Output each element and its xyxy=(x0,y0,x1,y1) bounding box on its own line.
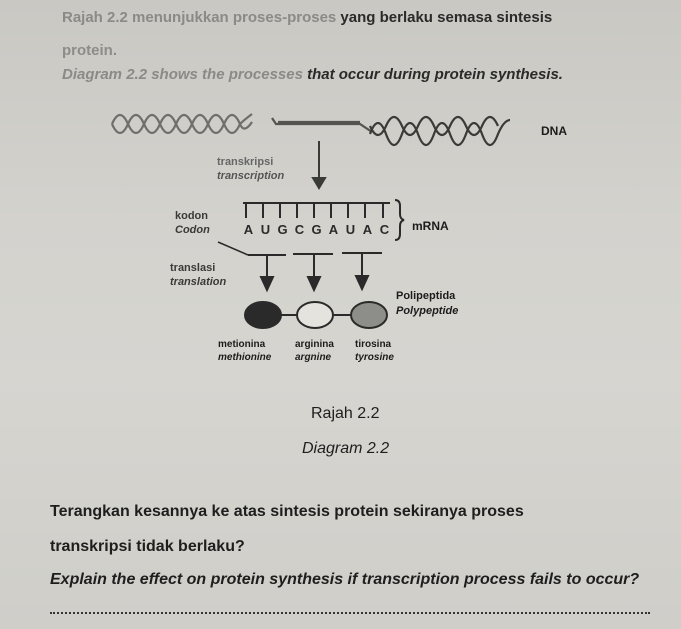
question-malay-line2: transkripsi tidak berlaku? xyxy=(50,538,245,555)
answer-line[interactable] xyxy=(50,608,650,614)
mrna-strand-icon xyxy=(243,202,390,218)
transcription-arrow-icon xyxy=(311,141,327,190)
amino-acid-3-english: tyrosine xyxy=(355,352,394,363)
translation-arrows-icon xyxy=(248,252,382,293)
tyrosine-bead-icon xyxy=(350,301,388,329)
amino-acid-1-malay: metionina xyxy=(218,339,266,350)
mrna-base: C xyxy=(379,222,390,237)
amino-acid-1-english: methionine xyxy=(218,352,272,363)
mrna-base: G xyxy=(277,222,288,237)
question-malay-line1: Terangkan kesannya ke atas sintesis prot… xyxy=(50,503,524,520)
mrna-base: U xyxy=(260,222,271,237)
mrna-base: U xyxy=(345,222,356,237)
amino-acid-3-malay: tirosina xyxy=(355,339,392,350)
amino-acid-2-malay: arginina xyxy=(295,339,334,350)
dna-label: DNA xyxy=(541,124,567,138)
protein-synthesis-diagram: DNA transkripsi transcription kodon Codo… xyxy=(110,113,567,363)
polypeptide-chain xyxy=(244,301,388,329)
mrna-base: A xyxy=(362,222,373,237)
caption-english: Diagram 2.2 xyxy=(302,440,390,457)
brace-icon xyxy=(394,199,405,241)
polypeptide-label-malay: Polipeptida xyxy=(396,290,456,302)
amino-acid-2-english: argnine xyxy=(295,352,332,363)
arginine-bead-icon xyxy=(296,301,334,329)
intro-english-text: that occur during protein synthesis. xyxy=(302,66,563,83)
mrna-base: A xyxy=(243,222,254,237)
diagram-graphics xyxy=(110,113,511,329)
mrna-base: A xyxy=(328,222,339,237)
mrna-base: G xyxy=(311,222,322,237)
mrna-label: mRNA xyxy=(412,219,449,233)
methionine-bead-icon xyxy=(244,301,282,329)
transcription-label-malay: transkripsi xyxy=(217,156,274,168)
intro-english-faded: Diagram 2.2 shows the processes xyxy=(62,66,303,83)
polypeptide-label-english: Polypeptide xyxy=(396,305,459,317)
intro-malay-line1: Rajah 2.2 menunjukkan proses-proses yang… xyxy=(62,9,552,26)
transcription-label-english: transcription xyxy=(217,170,285,182)
translation-label-english: translation xyxy=(170,276,227,288)
mrna-bases: A U G C G A U A C xyxy=(240,222,393,237)
codon-pointer-line xyxy=(217,241,249,256)
question-english: Explain the effect on protein synthesis … xyxy=(50,571,640,588)
mrna-base: C xyxy=(294,222,305,237)
codon-label-english: Codon xyxy=(175,224,210,236)
dna-helix-icon xyxy=(110,113,511,147)
codon-label-malay: kodon xyxy=(175,210,208,222)
caption-malay: Rajah 2.2 xyxy=(311,405,380,422)
intro-malay-text: yang berlaku semasa sintesis xyxy=(336,9,553,26)
intro-malay-line2: protein. xyxy=(62,42,117,59)
intro-malay-faded: Rajah 2.2 menunjukkan proses-proses xyxy=(62,9,337,26)
translation-label-malay: translasi xyxy=(170,262,216,274)
intro-english: Diagram 2.2 shows the processes that occ… xyxy=(62,66,563,83)
